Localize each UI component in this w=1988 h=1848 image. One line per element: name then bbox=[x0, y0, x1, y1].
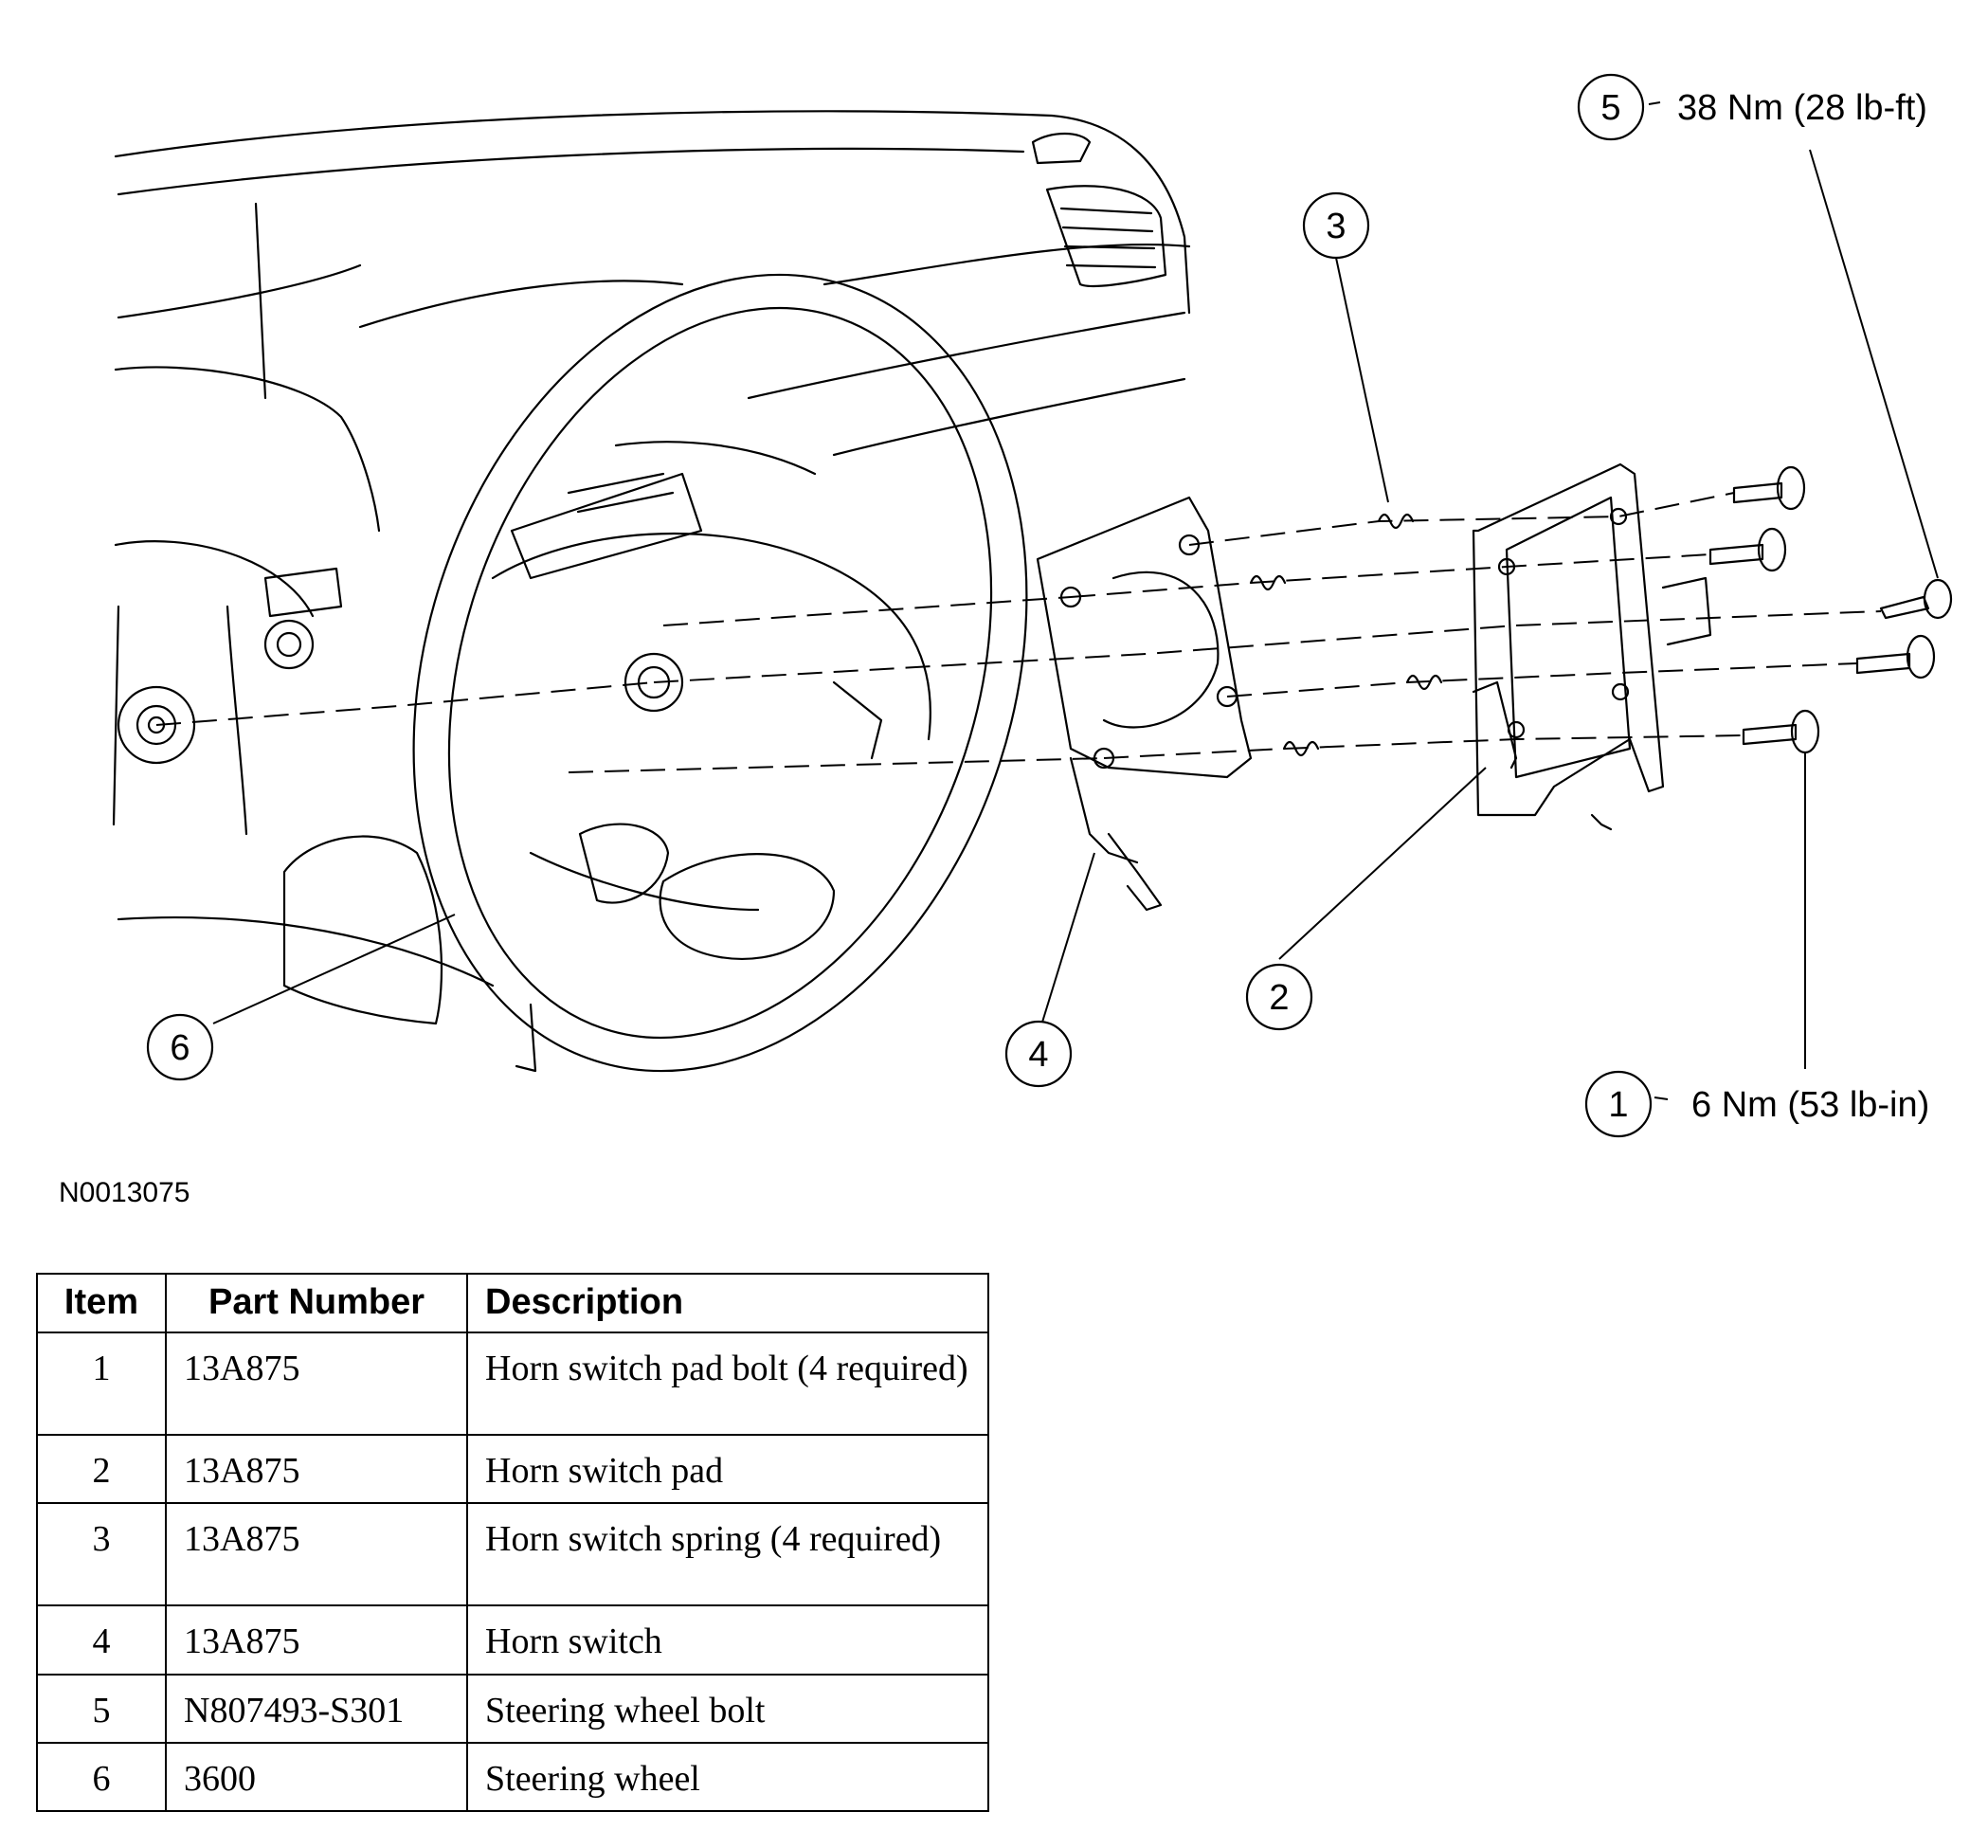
callout-leaders bbox=[212, 101, 1939, 1100]
callout-4: 4 bbox=[1004, 1020, 1073, 1088]
table-header-row: Item Part Number Description bbox=[36, 1273, 989, 1333]
exploded-view-illustration: 5 38 Nm (28 lb-ft) 3 6 4 2 1 6 Nm (53 lb… bbox=[112, 73, 1953, 1138]
table-row: 1 13A875 Horn switch pad bolt (4 require… bbox=[36, 1332, 989, 1436]
dashboard-outline bbox=[112, 110, 1191, 1073]
alignment-lines bbox=[155, 492, 1882, 773]
callout-1: 1 6 Nm (53 lb-in) bbox=[1584, 1070, 1929, 1138]
horn-switch-springs bbox=[1249, 513, 1443, 757]
cell-description: Steering wheel bbox=[466, 1742, 989, 1813]
callout-5: 5 38 Nm (28 lb-ft) bbox=[1577, 73, 1927, 141]
cell-part-number: 13A875 bbox=[165, 1502, 468, 1607]
torque-label-1: 6 Nm (53 lb-in) bbox=[1691, 1085, 1929, 1125]
horn-switch-plate bbox=[1036, 496, 1253, 912]
cell-item: 1 bbox=[36, 1332, 167, 1436]
svg-text:5: 5 bbox=[1600, 88, 1620, 128]
header-part-number: Part Number bbox=[165, 1273, 468, 1333]
header-item: Item bbox=[36, 1273, 167, 1333]
cell-item: 3 bbox=[36, 1502, 167, 1607]
cell-part-number: 13A875 bbox=[165, 1604, 468, 1676]
table-row: 5 N807493-S301 Steering wheel bolt bbox=[36, 1673, 989, 1745]
svg-text:4: 4 bbox=[1028, 1035, 1048, 1075]
table-row: 6 3600 Steering wheel bbox=[36, 1742, 989, 1813]
callout-2: 2 bbox=[1245, 963, 1313, 1031]
cell-description: Horn switch pad bbox=[466, 1433, 989, 1505]
svg-text:3: 3 bbox=[1326, 207, 1346, 246]
cell-part-number: 13A875 bbox=[165, 1433, 468, 1505]
table-row: 3 13A875 Horn switch spring (4 required) bbox=[36, 1502, 989, 1607]
svg-text:6: 6 bbox=[170, 1028, 190, 1068]
svg-text:1: 1 bbox=[1608, 1085, 1628, 1125]
figure-id: N0013075 bbox=[59, 1177, 190, 1208]
cell-description: Horn switch spring (4 required) bbox=[466, 1502, 989, 1607]
horn-switch-pad bbox=[1472, 462, 1712, 831]
cell-item: 2 bbox=[36, 1433, 167, 1505]
parts-table: Item Part Number Description 1 13A875 Ho… bbox=[36, 1273, 989, 1813]
steering-wheel bbox=[412, 273, 1028, 1073]
cell-description: Horn switch bbox=[466, 1604, 989, 1676]
table-row: 4 13A875 Horn switch bbox=[36, 1604, 989, 1676]
table-row: 2 13A875 Horn switch pad bbox=[36, 1433, 989, 1505]
cell-part-number: 13A875 bbox=[165, 1332, 468, 1436]
svg-text:2: 2 bbox=[1269, 978, 1289, 1018]
header-description: Description bbox=[466, 1273, 989, 1333]
cell-part-number: N807493-S301 bbox=[165, 1673, 468, 1745]
cell-item: 4 bbox=[36, 1604, 167, 1676]
torque-label-5: 38 Nm (28 lb-ft) bbox=[1677, 88, 1927, 128]
cell-description: Steering wheel bolt bbox=[466, 1673, 989, 1745]
cell-item: 6 bbox=[36, 1742, 167, 1813]
cell-item: 5 bbox=[36, 1673, 167, 1745]
cell-part-number: 3600 bbox=[165, 1742, 468, 1813]
cell-description: Horn switch pad bolt (4 required) bbox=[466, 1332, 989, 1436]
callout-3: 3 bbox=[1302, 191, 1370, 260]
bolts bbox=[1708, 465, 1953, 754]
callout-6: 6 bbox=[146, 1013, 214, 1081]
